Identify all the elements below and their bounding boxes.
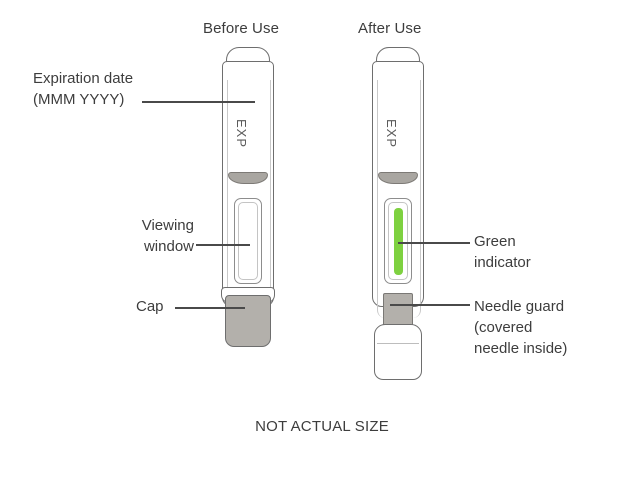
cap-removed [374, 324, 422, 380]
viewing-window-inner-after [388, 202, 408, 280]
leader-line-expiration [142, 101, 255, 103]
leader-line-needle-guard [390, 304, 470, 306]
green-indicator-fill [393, 207, 403, 275]
viewing-window-after [384, 198, 412, 284]
viewing-window-inner-before [238, 202, 258, 280]
label-needle-guard: Needle guard (covered needle inside) [474, 296, 567, 359]
cap-attached [225, 295, 271, 347]
label-green-indicator-line2: indicator [474, 254, 531, 271]
label-viewing-window-line2: window [143, 238, 194, 255]
column-title-before-use: Before Use [203, 20, 280, 37]
label-green-indicator: Green indicator [474, 231, 531, 273]
label-expiration-date-line2: (MMM YYYY) [33, 91, 125, 108]
label-needle-guard-line1: Needle guard [474, 298, 565, 315]
label-expiration-date: Expiration date (MMM YYYY) [33, 68, 133, 110]
cap-removed-lip [377, 343, 419, 344]
label-needle-guard-line2: (covered [474, 319, 533, 336]
label-viewing-window-line1: Viewing [141, 217, 194, 234]
label-green-indicator-line1: Green [474, 233, 516, 250]
column-title-after-use: After Use [358, 20, 422, 37]
label-cap: Cap [136, 296, 164, 317]
leader-line-cap [175, 307, 245, 309]
viewing-window-before [234, 198, 262, 284]
exp-marking-before: EXP [234, 119, 249, 149]
label-expiration-date-line1: Expiration date [33, 70, 134, 87]
label-viewing-window: Viewing window [102, 215, 194, 257]
barrel-inner-shading-before [227, 80, 271, 318]
exp-marking-after: EXP [384, 119, 399, 149]
barrel-inner-shading-after [377, 80, 421, 318]
label-cap-line1: Cap [136, 298, 164, 315]
label-needle-guard-line3: needle inside) [474, 340, 568, 357]
leader-line-green-indicator [398, 242, 470, 244]
caption-not-actual-size: NOT ACTUAL SIZE [255, 418, 389, 435]
leader-line-viewing-window [196, 244, 250, 246]
